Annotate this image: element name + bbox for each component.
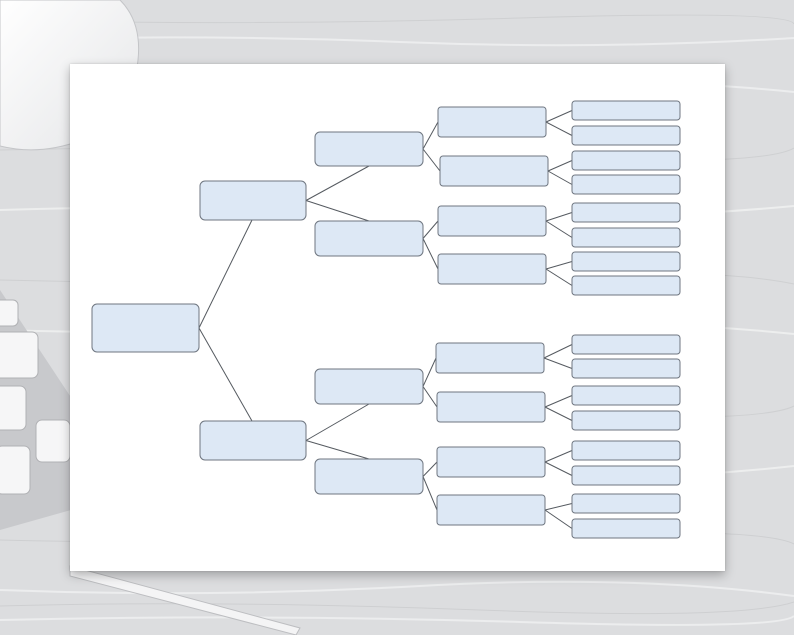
connector-line <box>545 220 573 238</box>
pen <box>69 565 301 635</box>
tree-box-gen5-1 <box>571 100 681 121</box>
tree-box-gen5-13 <box>571 440 681 461</box>
tree-box-gen4-5 <box>435 342 545 374</box>
connector-line <box>544 450 573 463</box>
tree-box-gen5-15 <box>571 493 681 514</box>
tree-box-gen4-7 <box>436 446 546 478</box>
connector-line <box>547 170 573 185</box>
connector-line <box>422 220 439 239</box>
tree-box-gen4-1 <box>437 106 547 138</box>
tree-boxes <box>91 100 681 539</box>
tree-box-gen2-2 <box>199 420 307 461</box>
tree-box-gen4-4 <box>437 253 547 285</box>
tree-box-gen5-11 <box>571 385 681 406</box>
tree-box-gen3-3 <box>314 368 424 405</box>
keyboard <box>0 290 78 530</box>
connector-line <box>422 357 437 387</box>
connector-line <box>547 160 573 172</box>
connector-line <box>545 261 573 270</box>
tree-box-gen4-3 <box>437 205 547 237</box>
tree-box-gen1-1 <box>91 303 200 353</box>
connector-line <box>305 200 370 222</box>
connector-line <box>545 268 573 286</box>
connector-line <box>544 503 573 511</box>
connector-line <box>544 509 573 529</box>
connector-line <box>305 403 370 441</box>
connector-line <box>545 212 573 222</box>
connector-line <box>305 440 370 460</box>
tree-box-gen4-8 <box>436 494 546 526</box>
connector-line <box>422 238 439 270</box>
tree-box-gen5-2 <box>571 125 681 146</box>
connector-line <box>543 344 573 359</box>
connector-line <box>544 395 573 408</box>
tree-box-gen5-3 <box>571 150 681 171</box>
tree-box-gen5-5 <box>571 202 681 223</box>
tree-box-gen5-14 <box>571 465 681 486</box>
connector-line <box>545 110 573 123</box>
connector-line <box>422 148 441 172</box>
tree-box-gen5-7 <box>571 251 681 272</box>
connector-line <box>544 461 573 476</box>
tree-box-gen5-10 <box>571 358 681 379</box>
connector-line <box>422 386 438 408</box>
tree-box-gen5-6 <box>571 227 681 248</box>
tree-box-gen3-2 <box>314 220 424 257</box>
tree-box-gen5-8 <box>571 275 681 296</box>
connector-line <box>543 357 573 369</box>
connector-line <box>422 121 439 150</box>
tree-box-gen4-2 <box>439 155 549 187</box>
connector-line <box>305 165 370 201</box>
tree-box-gen4-6 <box>436 391 546 423</box>
tree-box-gen3-4 <box>314 458 424 495</box>
connector-line <box>545 121 573 136</box>
tree-box-gen2-1 <box>199 180 307 221</box>
connector-line <box>544 406 573 421</box>
tree-box-gen5-16 <box>571 518 681 539</box>
tree-box-gen3-1 <box>314 131 424 167</box>
connector-line <box>198 327 253 422</box>
tree-box-gen5-4 <box>571 174 681 195</box>
connector-line <box>198 219 253 329</box>
connector-lines <box>198 110 573 529</box>
tree-box-gen5-9 <box>571 334 681 355</box>
tree-box-gen5-12 <box>571 410 681 431</box>
connector-line <box>422 476 438 511</box>
connector-line <box>422 461 438 477</box>
